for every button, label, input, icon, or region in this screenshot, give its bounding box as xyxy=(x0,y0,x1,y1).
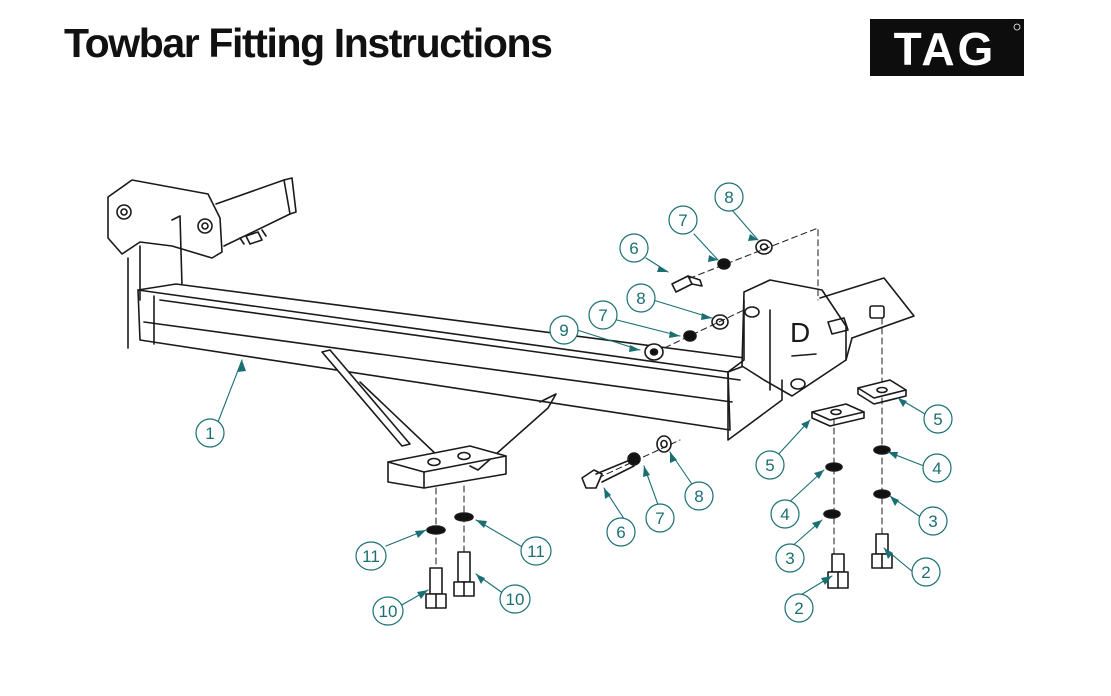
svg-text:8: 8 xyxy=(636,289,645,308)
left-bracket-nut xyxy=(197,218,213,234)
fixing-axis-lines xyxy=(435,227,883,581)
left-chassis-bracket xyxy=(107,177,297,349)
middle-flat-washer-8 xyxy=(711,314,729,330)
main-crossbar xyxy=(137,283,761,431)
callout-part-7: 7 xyxy=(588,300,618,330)
svg-text:3: 3 xyxy=(928,512,937,531)
svg-text:4: 4 xyxy=(932,459,941,478)
upper-flat-washer-8 xyxy=(755,239,773,255)
svg-text:3: 3 xyxy=(785,549,794,568)
right-stack-washer-3a xyxy=(823,509,841,519)
right-chassis-bracket: D xyxy=(727,277,915,441)
drawbar-tongue-bracket xyxy=(321,349,557,489)
callout-part-2: 2 xyxy=(911,557,941,587)
tongue-bolt-10a xyxy=(425,567,447,609)
callout-part-8: 8 xyxy=(714,182,744,212)
callout-part-5: 5 xyxy=(923,404,953,434)
svg-text:9: 9 xyxy=(559,321,568,340)
callout-part-7: 7 xyxy=(645,503,675,533)
callout-arrowheads xyxy=(238,234,907,599)
svg-text:11: 11 xyxy=(527,542,545,561)
tongue-washer-11b xyxy=(454,512,474,522)
upper-spring-washer-7 xyxy=(717,258,731,270)
left-bracket-nut xyxy=(116,204,132,220)
callout-part-10: 10 xyxy=(499,584,531,614)
clamp-plate-5-left xyxy=(811,403,865,427)
svg-text:7: 7 xyxy=(655,509,664,528)
lower-bolt-6 xyxy=(581,459,635,489)
svg-text:10: 10 xyxy=(379,602,398,621)
callout-part-9: 9 xyxy=(549,315,579,345)
upper-bolt-6 xyxy=(671,275,703,293)
svg-text:8: 8 xyxy=(724,188,733,207)
callout-leaders xyxy=(217,209,926,607)
svg-text:8: 8 xyxy=(694,487,703,506)
registered-mark-icon xyxy=(1013,23,1021,31)
right-stack-washer-3b xyxy=(873,489,891,499)
callout-part-2: 2 xyxy=(784,593,814,623)
callout-part-8: 8 xyxy=(684,481,714,511)
clamp-plate-5-right xyxy=(857,379,907,405)
logo-text: TAG xyxy=(894,23,997,75)
callout-part-5: 5 xyxy=(755,450,785,480)
bracket-d-marking: D xyxy=(790,317,810,348)
svg-text:2: 2 xyxy=(794,599,803,618)
lower-spring-washer-7 xyxy=(627,452,641,466)
right-stack-washer-4a xyxy=(825,462,843,472)
callout-bubbles: 1 2 2 3 3 4 4 5 5 6 6 7 7 7 8 8 xyxy=(195,182,953,626)
svg-text:7: 7 xyxy=(678,211,687,230)
tongue-washer-11a xyxy=(426,525,446,535)
right-stack-washer-4b xyxy=(873,445,891,455)
svg-text:5: 5 xyxy=(765,456,774,475)
lower-flat-washer-8 xyxy=(656,435,672,453)
callout-part-11: 11 xyxy=(520,536,552,566)
svg-text:6: 6 xyxy=(616,523,625,542)
svg-text:5: 5 xyxy=(933,410,942,429)
callout-part-6: 6 xyxy=(606,517,636,547)
middle-nut-9 xyxy=(644,343,664,361)
logo-background xyxy=(870,19,1024,76)
callout-part-8: 8 xyxy=(626,283,656,313)
middle-spring-washer-7 xyxy=(683,330,697,342)
right-stack-bolt-2a xyxy=(827,553,849,589)
callout-part-3: 3 xyxy=(775,543,805,573)
callout-part-3: 3 xyxy=(918,506,948,536)
tongue-bolt-10b xyxy=(453,551,475,597)
callout-part-6: 6 xyxy=(619,233,649,263)
svg-text:7: 7 xyxy=(598,306,607,325)
svg-text:4: 4 xyxy=(780,505,789,524)
svg-text:6: 6 xyxy=(629,239,638,258)
callout-part-7: 7 xyxy=(668,205,698,235)
callout-part-1: 1 xyxy=(195,418,225,448)
svg-text:2: 2 xyxy=(921,563,930,582)
svg-text:1: 1 xyxy=(205,424,214,443)
callout-part-10: 10 xyxy=(372,596,404,626)
svg-text:10: 10 xyxy=(506,590,525,609)
callout-part-4: 4 xyxy=(770,499,800,529)
callout-part-4: 4 xyxy=(922,453,952,483)
tag-brand-logo: TAG xyxy=(870,19,1024,76)
svg-text:11: 11 xyxy=(362,547,380,566)
page-title: Towbar Fitting Instructions xyxy=(64,20,553,66)
callout-part-11: 11 xyxy=(355,541,387,571)
